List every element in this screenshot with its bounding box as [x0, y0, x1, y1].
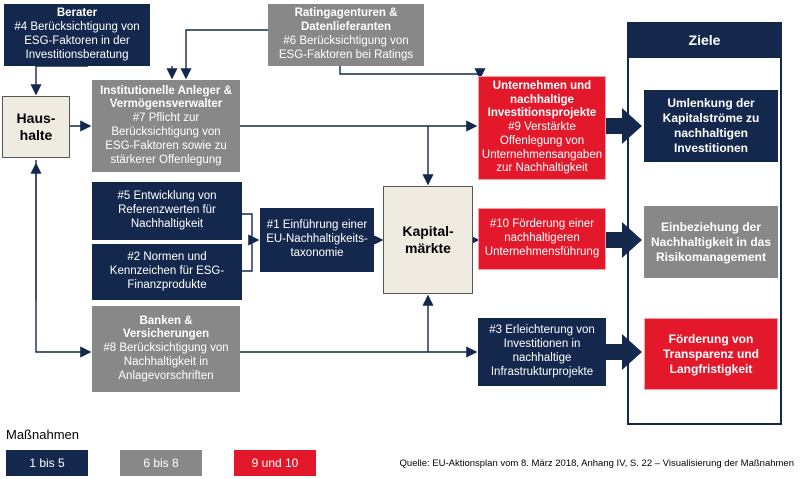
- banken-text: #8 Berücksichtigung von Nachhaltigkeit i…: [103, 342, 229, 382]
- berater-title: Berater: [56, 7, 98, 20]
- legend-item-label: 6 bis 8: [143, 456, 179, 470]
- banken-box: Banken & Versicherungen #8 Berücksichtig…: [92, 306, 240, 392]
- kapitalmaerkte-label: Kapital- märkte: [402, 223, 454, 256]
- measure-5-box: #5 Entwicklung von Referenzwerten für Na…: [92, 182, 242, 240]
- haushalte-box: Haus- halte: [2, 96, 70, 158]
- rating-title: Ratingagenturen & Datenlieferanten: [294, 7, 398, 34]
- unternehmen-text: #9 Verstärkte Offenlegung von Unternehme…: [481, 121, 603, 175]
- measure-5-text: #5 Entwicklung von Referenzwerten für Na…: [117, 190, 217, 230]
- rating-text: #6 Berücksichtigung von ESG-Faktoren bei…: [278, 35, 414, 61]
- legend-title: Maßnahmen: [6, 427, 79, 442]
- measure-1-text: #1 Einführung einer EU-Nachhaltigkeits-t…: [266, 219, 368, 259]
- rating-box: Ratingagenturen & Datenlieferanten #6 Be…: [268, 4, 424, 66]
- berater-box: Berater #4 Berücksichtigung von ESG-Fakt…: [4, 4, 150, 66]
- kapitalmaerkte-box: Kapital- märkte: [383, 186, 473, 294]
- legend-item-9-10: 9 und 10: [234, 450, 316, 476]
- measure-1-box: #1 Einführung einer EU-Nachhaltigkeits-t…: [260, 208, 374, 272]
- measure-3-text: #3 Erleichterung von Investitionen in na…: [489, 324, 595, 378]
- berater-text: #4 Berücksichtigung von ESG-Faktoren in …: [14, 21, 140, 61]
- goal-risikomanagement: Einbeziehung der Nachhaltigkeit in das R…: [644, 206, 778, 278]
- goal-risikomanagement-text: Einbeziehung der Nachhaltigkeit in das R…: [650, 219, 772, 264]
- ziele-title: Ziele: [627, 22, 782, 58]
- institutionelle-box: Institutionelle Anleger & Vermögensverwa…: [92, 80, 240, 172]
- legend-item-1-5: 1 bis 5: [6, 450, 88, 476]
- source-note: Quelle: EU-Aktionsplan vom 8. März 2018,…: [399, 458, 794, 469]
- haushalte-label: Haus- halte: [16, 110, 56, 143]
- goal-transparenz: Förderung von Transparenz und Langfristi…: [644, 318, 778, 390]
- goal-umlenkung-text: Umlenkung der Kapitalströme zu nachhalti…: [662, 96, 760, 155]
- goal-transparenz-text: Förderung von Transparenz und Langfristi…: [662, 331, 760, 376]
- legend-item-6-8: 6 bis 8: [120, 450, 202, 476]
- measure-3-box: #3 Erleichterung von Investitionen in na…: [478, 318, 606, 386]
- institutionelle-title: Institutionelle Anleger & Vermögensverwa…: [100, 84, 232, 111]
- unternehmen-box: Unternehmen und nachhaltige Investitions…: [478, 76, 606, 180]
- unternehmen-title: Unternehmen und nachhaltige Investitions…: [487, 79, 597, 120]
- measure-2-box: #2 Normen und Kennzeichen für ESG-Finanz…: [92, 244, 242, 300]
- legend-item-label: 1 bis 5: [29, 456, 65, 470]
- banken-title: Banken & Versicherungen: [122, 314, 210, 341]
- goal-umlenkung: Umlenkung der Kapitalströme zu nachhalti…: [644, 90, 778, 162]
- measure-10-box: #10 Förderung einer nachhaltigeren Unter…: [478, 208, 606, 270]
- institutionelle-text: #7 Pflicht zur Berücksichtigung von ESG-…: [105, 112, 227, 166]
- legend-item-label: 9 und 10: [251, 456, 299, 470]
- measure-10-text: #10 Förderung einer nachhaltigeren Unter…: [484, 218, 600, 258]
- measure-2-text: #2 Normen und Kennzeichen für ESG-Finanz…: [109, 251, 225, 291]
